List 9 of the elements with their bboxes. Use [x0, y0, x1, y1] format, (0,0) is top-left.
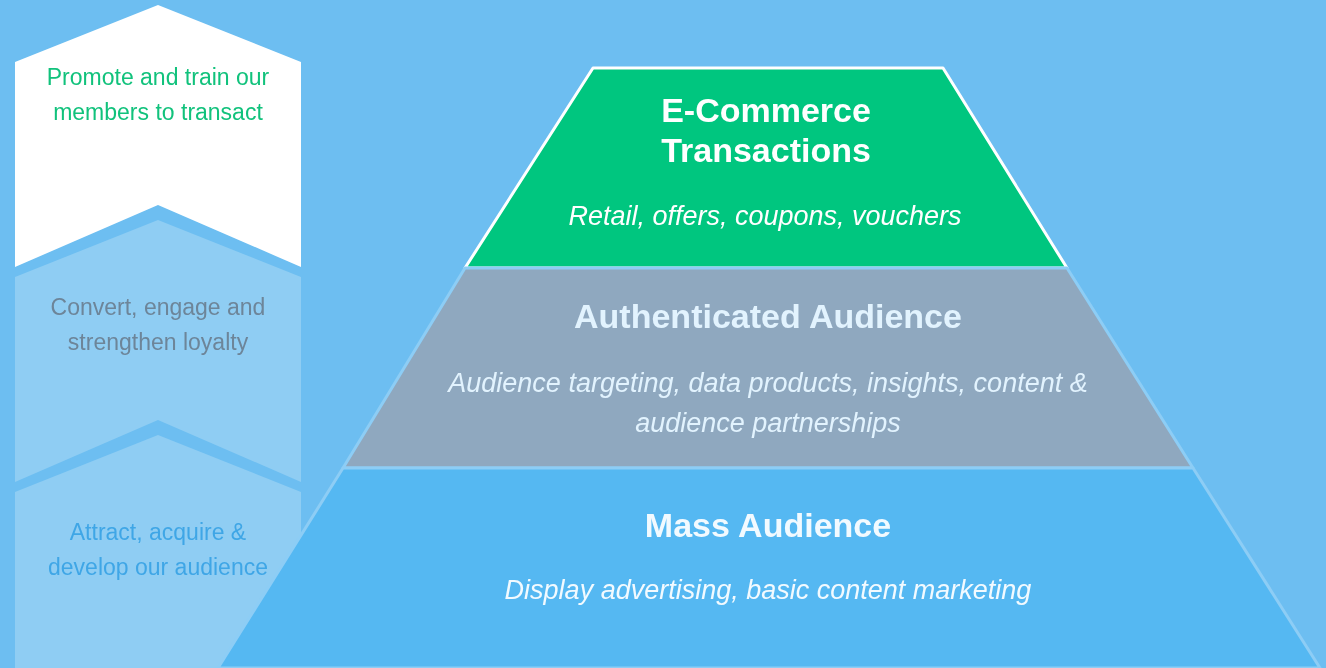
- tier-title: Mass Audience: [643, 505, 893, 545]
- tier-title: Authenticated Audience: [573, 296, 963, 336]
- tier-title: E-Commerce Transactions: [660, 90, 872, 170]
- chevron-text: Convert, engage and strengthen loyalty: [49, 293, 267, 357]
- tier-description: Audience targeting, data products, insights, content & audience partnerships: [446, 367, 1089, 440]
- tier-description: Retail, offers, coupons, vouchers: [567, 200, 963, 233]
- chevron-text: Promote and train our members to transact: [45, 63, 271, 127]
- tier-description: Display advertising, basic content marketing: [503, 574, 1033, 607]
- chevron-text: Attract, acquire & develop our audience: [47, 518, 269, 582]
